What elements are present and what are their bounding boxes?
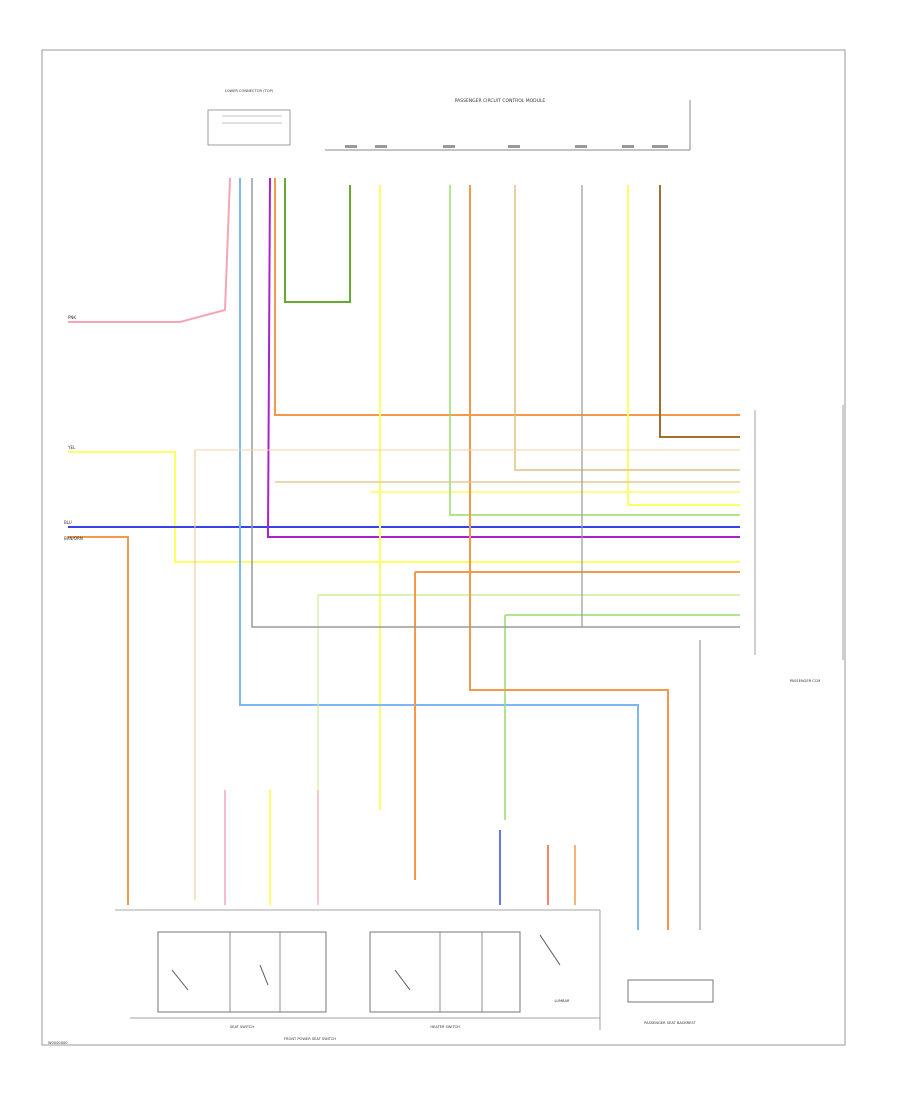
switch-group-2-label: HEATER SWITCH [430,1025,460,1029]
wire-dark-green [284,178,351,303]
wires [68,177,740,930]
bottom-bus [115,909,601,1030]
switch-group-seat: SEAT SWITCH [157,931,327,1029]
wire-purple [266,177,740,538]
right-bottom-label: PASSENGER SEAT BACKREST [644,1021,696,1025]
middle-switch: LUMBAR [539,934,570,1003]
right-connector: PASSENGER CCM [754,405,844,683]
wire-green-right [449,185,740,516]
label-blue: BLU [64,520,72,525]
left-bottom-label: FRONT POWER SEAT SWITCH [284,1037,336,1041]
module-label: PASSENGER CIRCUIT CONTROL MODULE [455,98,546,104]
label-yellow: YEL [67,445,76,450]
switch-group-heater: HEATER SWITCH [369,931,521,1029]
wire-orange-top [274,178,740,416]
wire-tan [514,185,740,471]
wire-orange-mid [469,185,669,930]
wire-brown-right [659,185,740,438]
passenger-backrest: PASSENGER SEAT BACKREST [627,979,714,1025]
wire-pink [68,177,231,323]
switch-group-1-label: SEAT SWITCH [230,1025,254,1029]
footer-code: W0000000 [48,1041,68,1045]
top-connector-label: LOWER CONNECTOR (TOP) [225,89,274,93]
label-pink: PNK [68,315,76,320]
wire-orange-left [68,536,129,905]
top-connector: LOWER CONNECTOR (TOP) [207,89,291,146]
wire-gray [251,178,740,628]
passenger-module-top: PASSENGER CIRCUIT CONTROL MODULE [325,98,691,151]
wire-yellow-left [68,451,740,563]
top-pins [345,145,668,148]
wire-yellow-right [627,185,740,506]
right-module-label: PASSENGER CCM [790,679,821,683]
wire-green-long [239,178,639,930]
diagram-frame [41,49,846,1046]
middle-switch-label: LUMBAR [555,999,570,1003]
label-orange: BRN/ORN [64,536,83,541]
